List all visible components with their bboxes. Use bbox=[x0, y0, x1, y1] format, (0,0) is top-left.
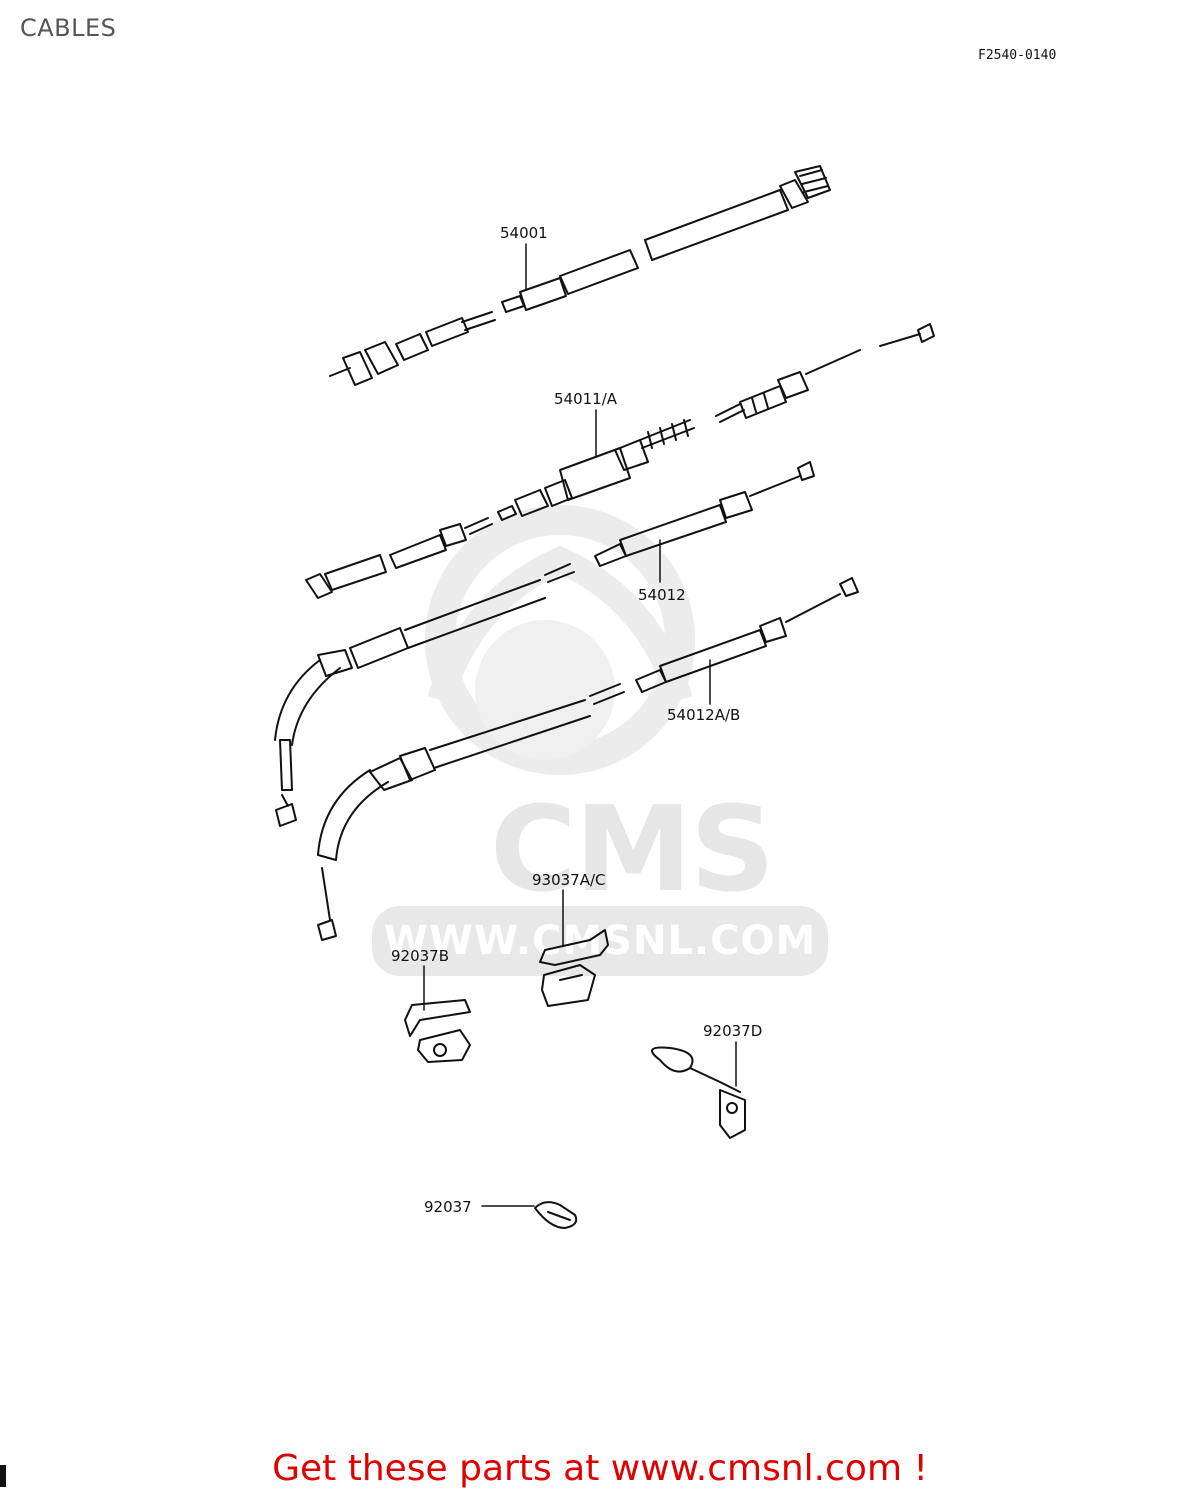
callout-92037b: 92037B bbox=[391, 947, 450, 965]
part-93037-clamp[interactable] bbox=[539, 929, 609, 1007]
callout-92037: 92037 bbox=[424, 1198, 472, 1216]
part-92037b-clamp[interactable] bbox=[404, 999, 471, 1063]
part-54012ab-cable[interactable] bbox=[317, 577, 859, 941]
watermark-url: WWW.CMSNL.COM bbox=[372, 906, 828, 976]
leader-lines bbox=[423, 243, 737, 1207]
part-54011-cable[interactable] bbox=[305, 323, 935, 599]
callout-93037: 93037A/C bbox=[532, 871, 606, 889]
part-54012-cable[interactable] bbox=[274, 461, 815, 827]
callout-54011: 54011/A bbox=[554, 390, 618, 408]
watermark-brand: CMS bbox=[490, 780, 775, 918]
footer-cta-link[interactable]: Get these parts at www.cmsnl.com ! bbox=[272, 1448, 928, 1489]
callout-54012ab: 54012A/B bbox=[667, 706, 741, 724]
edge-mark bbox=[0, 1465, 6, 1487]
part-92037d-clamp[interactable] bbox=[651, 1046, 746, 1139]
callout-54001: 54001 bbox=[500, 224, 548, 242]
callout-92037d: 92037D bbox=[703, 1022, 763, 1040]
callout-54012: 54012 bbox=[638, 586, 686, 604]
part-92037-clip[interactable] bbox=[534, 1201, 578, 1229]
page-title: CABLES bbox=[20, 14, 117, 42]
part-54001-speedometer-cable[interactable] bbox=[329, 165, 831, 386]
diagram-code: F2540-0140 bbox=[978, 48, 1057, 63]
